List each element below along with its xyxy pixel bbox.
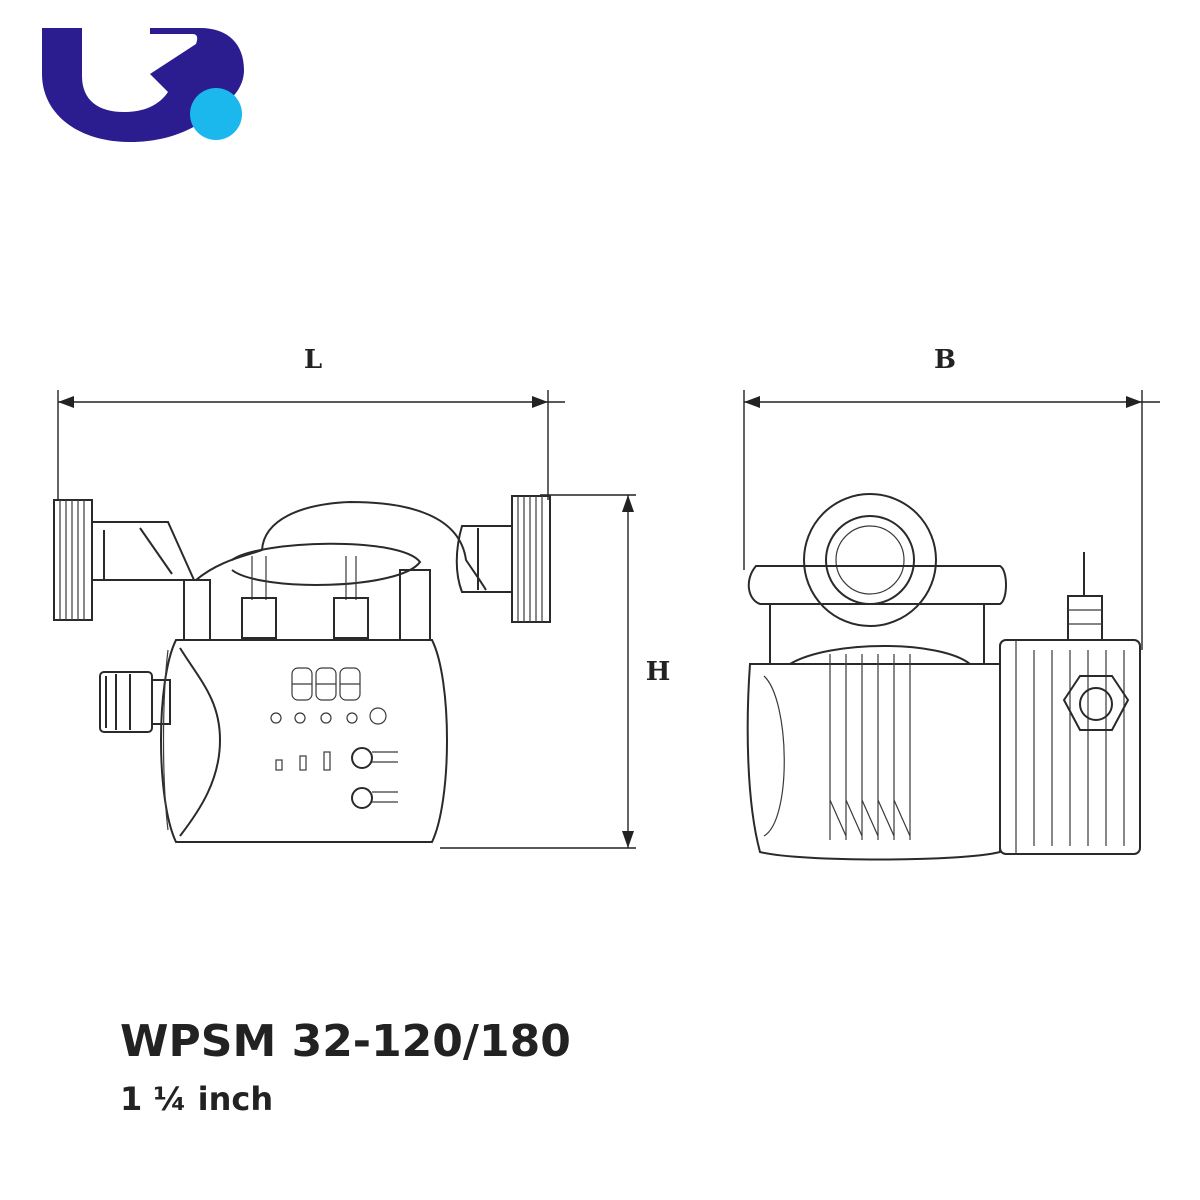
level-bars [275,751,331,771]
length-dimension: L [57,345,565,500]
pump-body-side [747,565,1007,605]
width-label: B [934,345,956,375]
selector-knob [1062,675,1130,731]
right-threaded-connector [455,495,551,623]
cable-gland-side [1067,552,1103,641]
control-box [160,639,448,843]
motor-housing [746,654,1001,861]
pump-side-view: B [743,345,1160,861]
pump-front-view: L H [53,345,671,849]
height-dimension: H [440,494,671,849]
connection-size: 1 ¼ inch [120,1080,274,1118]
inlet-port [803,493,937,627]
display-digits [291,667,361,701]
height-label: H [646,657,671,687]
brand-logo [42,28,244,142]
length-label: L [304,345,322,375]
control-buttons [351,747,398,809]
control-box-side [999,639,1141,855]
terminal-posts [241,556,369,639]
logo-dot [190,88,242,140]
left-threaded-connector [53,499,196,621]
led-indicators [270,707,387,725]
product-model: WPSM 32-120/180 [120,1016,571,1067]
pump-housing [195,500,487,591]
width-dimension: B [743,345,1160,650]
cable-gland [99,671,171,733]
